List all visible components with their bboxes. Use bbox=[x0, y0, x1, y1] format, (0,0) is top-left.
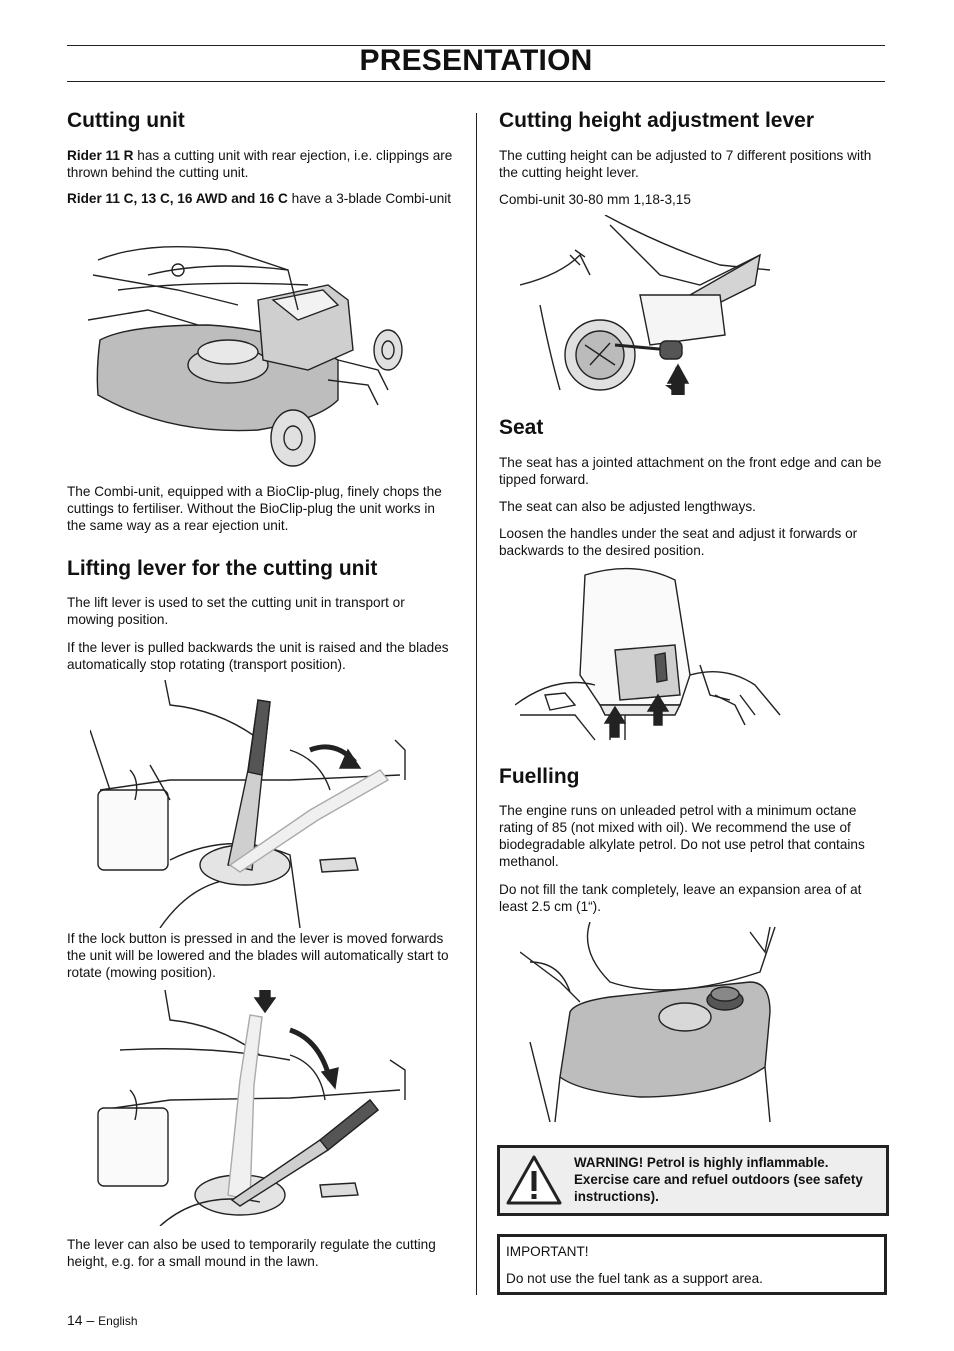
seat-paragraph-3: Loosen the handles under the seat and ad… bbox=[499, 526, 858, 558]
title-rule bbox=[67, 81, 885, 82]
page-title: PRESENTATION bbox=[359, 44, 593, 77]
seat-illustration bbox=[515, 567, 781, 741]
fuelling-paragraph-2: Do not fill the tank completely, leave a… bbox=[499, 882, 862, 914]
lifting-lever-paragraph-4: The lever can also be used to temporaril… bbox=[67, 1237, 436, 1269]
height-lever-heading: Cutting height adjustment lever bbox=[499, 109, 815, 132]
warning-triangle-icon bbox=[506, 1155, 562, 1205]
lifting-lever-paragraph-2: If the lever is pulled backwards the uni… bbox=[67, 640, 449, 672]
important-box: IMPORTANT! Do not use the fuel tank as a… bbox=[497, 1234, 887, 1295]
lifting-lever-paragraph-3: If the lock button is pressed in and the… bbox=[67, 931, 449, 980]
height-lever-paragraph-2: Combi-unit 30-80 mm 1,18-3,15 bbox=[499, 192, 691, 207]
height-lever-paragraph-1: The cutting height can be adjusted to 7 … bbox=[499, 148, 872, 180]
lifting-lever-heading: Lifting lever for the cutting unit bbox=[67, 557, 378, 580]
important-label: IMPORTANT! bbox=[506, 1244, 589, 1259]
warning-text: WARNING! Petrol is highly inflammable. E… bbox=[574, 1155, 863, 1204]
height-lever-illustration bbox=[520, 215, 771, 395]
lever-transport-illustration bbox=[90, 680, 406, 928]
cutting-unit-paragraph-2: Rider 11 C, 13 C, 16 AWD and 16 C have a… bbox=[67, 191, 452, 206]
fuelling-heading: Fuelling bbox=[499, 765, 580, 788]
top-rule bbox=[67, 45, 885, 46]
important-text: Do not use the fuel tank as a support ar… bbox=[506, 1271, 763, 1286]
cutting-unit-illustration bbox=[88, 245, 403, 467]
cutting-unit-paragraph-3: The Combi-unit, equipped with a BioClip-… bbox=[67, 484, 442, 533]
seat-paragraph-2: The seat can also be adjusted lengthways… bbox=[499, 499, 756, 514]
seat-heading: Seat bbox=[499, 416, 544, 439]
fuel-tank-illustration bbox=[520, 922, 776, 1123]
page-footer: 14 – English bbox=[67, 1312, 138, 1328]
lifting-lever-paragraph-1: The lift lever is used to set the cuttin… bbox=[67, 595, 405, 627]
cutting-unit-heading: Cutting unit bbox=[67, 109, 185, 132]
page-number: 14 bbox=[67, 1312, 83, 1328]
warning-box: WARNING! Petrol is highly inflammable. E… bbox=[497, 1145, 889, 1216]
seat-paragraph-1: The seat has a jointed attachment on the… bbox=[499, 455, 882, 487]
column-divider bbox=[476, 113, 477, 1295]
footer-language: English bbox=[98, 1314, 138, 1328]
cutting-unit-paragraph-1: Rider 11 R has a cutting unit with rear … bbox=[67, 148, 453, 180]
lever-mowing-illustration bbox=[97, 990, 406, 1226]
fuelling-paragraph-1: The engine runs on unleaded petrol with … bbox=[499, 803, 865, 869]
